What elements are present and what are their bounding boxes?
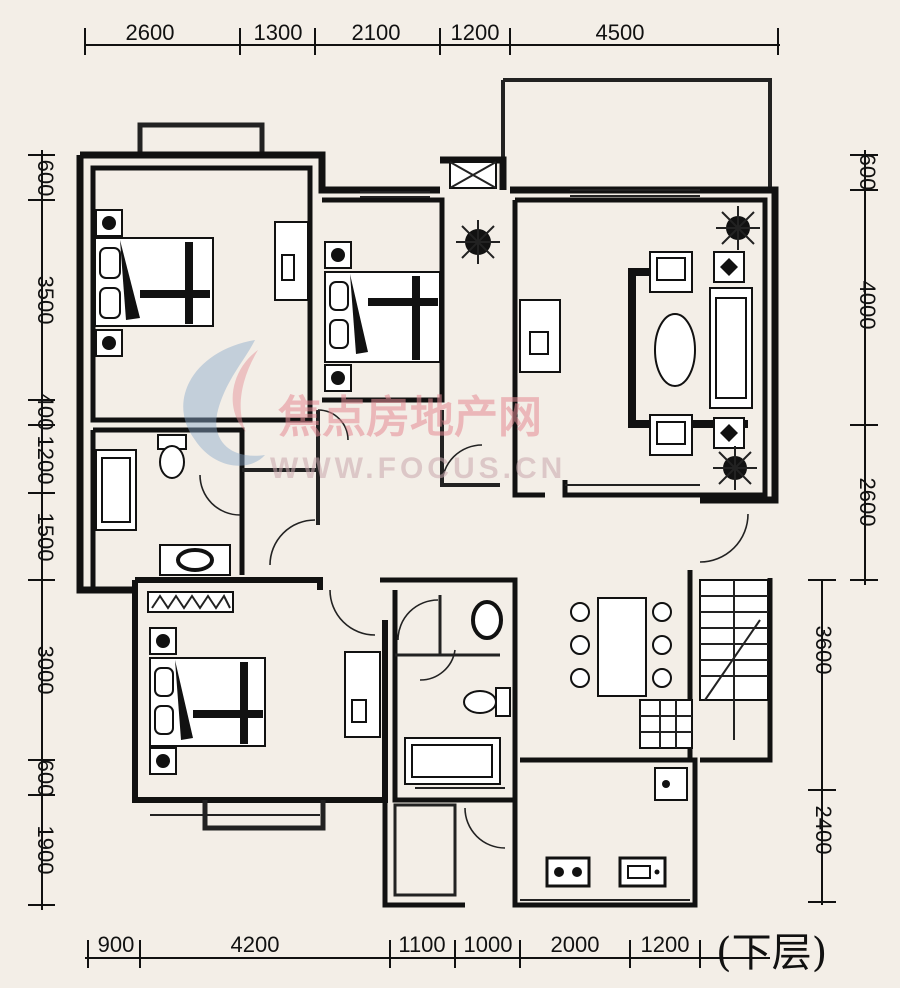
wardrobe-master	[274, 221, 309, 301]
dim-top-5: 4500	[596, 20, 645, 45]
dim-left-6: 3000	[33, 646, 58, 695]
windows	[150, 189, 700, 901]
plant-1	[456, 220, 500, 264]
dining-set	[570, 597, 672, 697]
bed-master	[94, 209, 214, 357]
vent-shaft	[449, 161, 497, 189]
dim-top-4: 1200	[451, 20, 500, 45]
dim-top-2: 1300	[254, 20, 303, 45]
bed-third	[149, 627, 266, 775]
kitchen-fixtures	[545, 767, 688, 888]
dim-bottom-2: 4200	[231, 932, 280, 957]
dim-left-3: 400	[33, 394, 58, 431]
desk-third	[344, 651, 381, 738]
dim-right-1: 600	[855, 154, 880, 191]
watermark-url: WWW.FOCUS.CN	[270, 452, 566, 485]
dim-left-1: 600	[33, 160, 58, 197]
dim-bottom-4: 1000	[464, 932, 513, 957]
dim-right-2: 4000	[855, 281, 880, 330]
watermark: 焦点房地产网 WWW.FOCUS.CN	[183, 340, 566, 485]
dim-left-2: 3500	[33, 276, 58, 325]
living-furniture	[519, 251, 753, 456]
dim-left-8: 1900	[33, 826, 58, 875]
dim-top-1: 2600	[126, 20, 175, 45]
plant-2	[716, 206, 760, 250]
watermark-brand: 焦点房地产网	[278, 392, 542, 443]
wardrobe-third	[147, 591, 234, 613]
dim-left-4: 1200	[33, 436, 58, 485]
bathroom-upper-fixtures	[95, 434, 231, 576]
dim-right-4: 3600	[811, 626, 836, 675]
dim-bottom-5: 2000	[551, 932, 600, 957]
dim-top-3: 2100	[352, 20, 401, 45]
staircase	[639, 579, 769, 749]
dim-bottom-6: 1200	[641, 932, 690, 957]
plant-3	[713, 446, 757, 490]
dim-left-5: 1500	[33, 513, 58, 562]
doors	[199, 409, 749, 849]
floor-caption: (下层)	[716, 930, 827, 976]
dim-left-7: 600	[33, 760, 58, 797]
bathroom-lower-fixtures	[404, 600, 511, 785]
dim-bottom-1: 900	[98, 932, 135, 957]
dim-bottom-3: 1100	[398, 932, 445, 957]
dimension-lines	[28, 28, 878, 968]
dim-right-5: 2400	[811, 806, 836, 855]
bed-second	[324, 241, 441, 392]
dim-right-3: 2600	[855, 478, 880, 527]
